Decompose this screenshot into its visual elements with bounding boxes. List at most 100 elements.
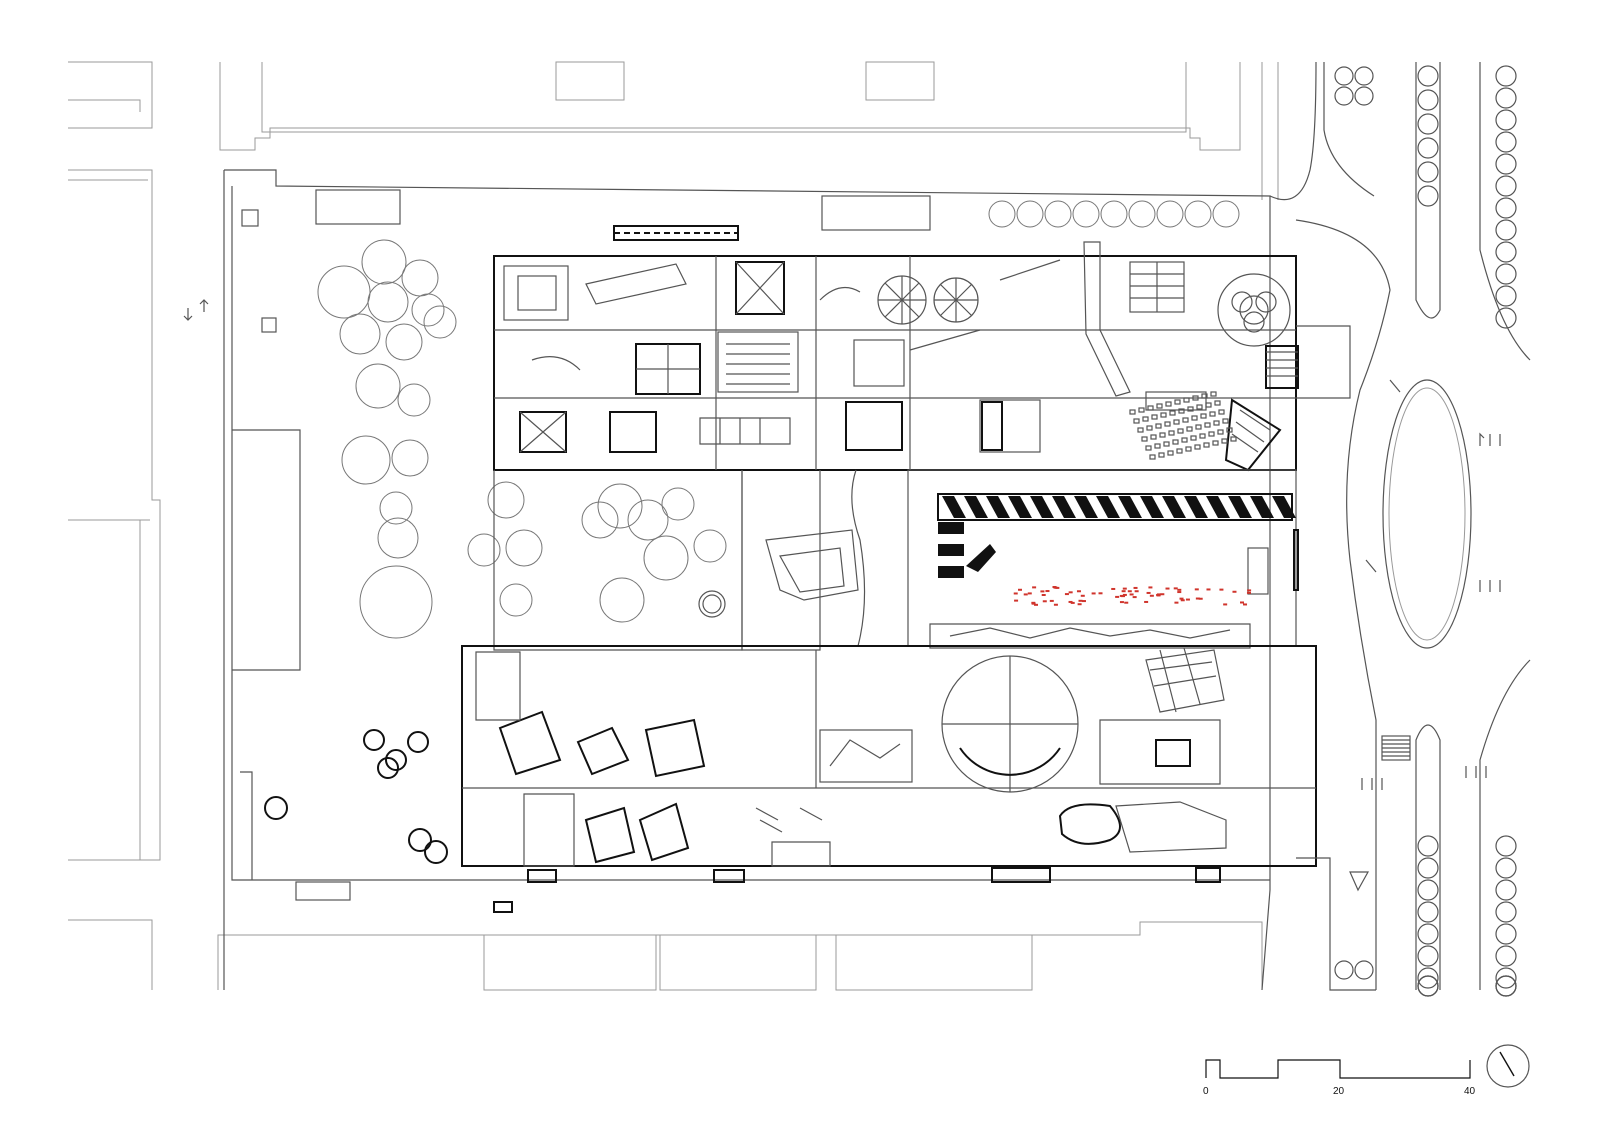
red-dot [1070, 601, 1075, 604]
tree-icon [424, 840, 448, 864]
street-tree [1495, 197, 1517, 219]
seat [1138, 407, 1145, 413]
red-dot [1053, 603, 1058, 606]
street-tree [1417, 185, 1439, 207]
street-tree [1495, 975, 1517, 997]
street-tree [1495, 87, 1517, 109]
street-tree [1495, 153, 1517, 175]
street-tree [1495, 241, 1517, 263]
red-dot [1081, 600, 1086, 603]
red-dot [1052, 586, 1057, 589]
tree-canopy [487, 481, 525, 519]
tree-canopy [339, 313, 381, 355]
tree-icon [407, 731, 429, 753]
seat [1163, 441, 1170, 447]
red-dot [1174, 601, 1179, 604]
seat [1213, 420, 1220, 426]
seat [1209, 411, 1216, 417]
red-dot [1033, 603, 1038, 606]
street-tree [1495, 835, 1517, 857]
tree-canopy [988, 200, 1016, 228]
seat [1172, 439, 1179, 445]
street-tree [1417, 89, 1439, 111]
tree-icon [377, 757, 399, 779]
scale-bar: 0 20 40 [1203, 1059, 1476, 1097]
street-tree [1417, 923, 1439, 945]
street-tree [1495, 263, 1517, 285]
auditorium-seating [1129, 391, 1237, 460]
seat [1151, 414, 1158, 420]
red-dot [1129, 593, 1134, 596]
red-dot [1206, 588, 1211, 591]
red-dot [1240, 601, 1245, 604]
street-tree [1417, 857, 1439, 879]
red-dot [1194, 588, 1199, 591]
surrounding-blocks [68, 61, 1279, 991]
tree-canopy [1072, 200, 1100, 228]
red-dot [1014, 599, 1019, 602]
chevron-mark [1008, 496, 1032, 518]
tree-icon [408, 828, 432, 852]
seat [1199, 433, 1206, 439]
street-tree [1495, 967, 1517, 989]
seat [1145, 445, 1152, 451]
seat [1142, 416, 1149, 422]
street-tree [1417, 967, 1439, 989]
seat [1164, 421, 1171, 427]
red-dot [1122, 593, 1127, 596]
seat [1160, 412, 1167, 418]
red-dot [1180, 599, 1185, 602]
tree-canopy [341, 435, 391, 485]
seat [1200, 413, 1207, 419]
seat [1196, 404, 1203, 410]
street-tree [1417, 901, 1439, 923]
red-dot [1031, 602, 1036, 605]
seat [1173, 419, 1180, 425]
red-dot [1198, 597, 1203, 600]
street-tree [1495, 879, 1517, 901]
chevron-mark [1118, 496, 1142, 518]
red-dot [1243, 603, 1248, 606]
seat [1214, 400, 1221, 406]
tree-canopy [377, 517, 419, 559]
seat [1137, 427, 1144, 433]
seat [1226, 427, 1233, 433]
red-dot [1146, 591, 1151, 594]
street-tree [1334, 960, 1354, 980]
seat [1183, 397, 1190, 403]
tree-canopy [1016, 200, 1044, 228]
site-boundary [223, 169, 1271, 991]
seat [1186, 426, 1193, 432]
tree-canopy [467, 533, 501, 567]
red-dot [1195, 597, 1200, 600]
tree-canopy [661, 487, 695, 521]
tree-canopy [643, 535, 689, 581]
red-dot [1223, 603, 1228, 606]
chevron-artwork [937, 493, 1296, 578]
street-tree [1495, 109, 1517, 131]
seat [1194, 444, 1201, 450]
tree-canopy [581, 501, 619, 539]
street-tree [1495, 65, 1517, 87]
street-tree [1354, 86, 1374, 106]
seat [1185, 446, 1192, 452]
street-tree [1495, 945, 1517, 967]
red-dot [1179, 597, 1184, 600]
seat [1201, 393, 1208, 399]
seat [1165, 401, 1172, 407]
red-dot [1144, 600, 1149, 603]
seat [1208, 431, 1215, 437]
chevron-mark [938, 522, 964, 534]
street-tree [1495, 285, 1517, 307]
chevron-mark [938, 566, 964, 578]
tree-canopy [1044, 200, 1072, 228]
red-dot [1165, 587, 1170, 590]
tree-canopy [379, 491, 413, 525]
chevron-mark [1206, 496, 1230, 518]
tree-canopy [597, 483, 643, 529]
seat [1174, 399, 1181, 405]
tree-canopy [391, 439, 429, 477]
seat [1178, 408, 1185, 414]
chevron-mark [1250, 496, 1274, 518]
tree-canopy [599, 577, 645, 623]
